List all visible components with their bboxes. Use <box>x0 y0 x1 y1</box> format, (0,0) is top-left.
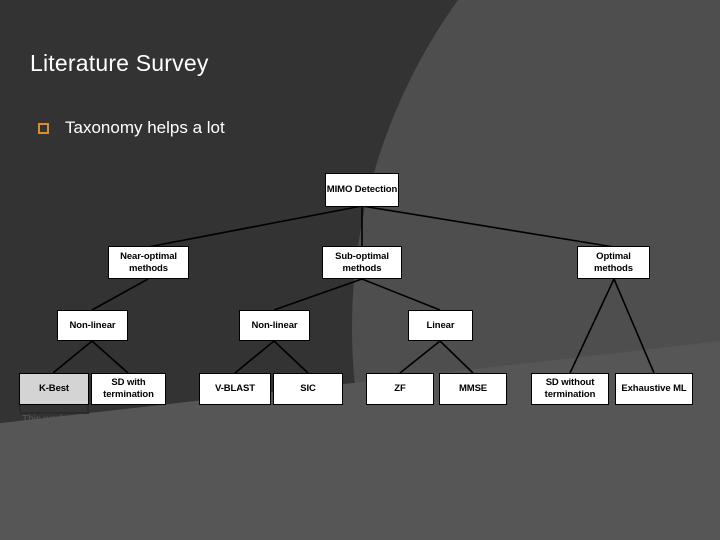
tree-node-k-best[interactable]: K-Best <box>19 373 89 405</box>
tree-node-non-linear-sub-optimal[interactable]: Non-linear <box>239 310 310 341</box>
this-work-brace <box>19 405 89 414</box>
tree-node-mimo-detection[interactable]: MIMO Detection <box>325 173 399 207</box>
tree-node-mmse[interactable]: MMSE <box>439 373 507 405</box>
this-work-label: This work <box>22 414 65 425</box>
tree-node-zf[interactable]: ZF <box>366 373 434 405</box>
tree-node-optimal-methods[interactable]: Optimal methods <box>577 246 650 279</box>
square-bullet-icon <box>38 122 49 134</box>
tree-node-near-optimal-methods[interactable]: Near-optimal methods <box>108 246 189 279</box>
tree-node-sd-with-termination[interactable]: SD with termination <box>91 373 166 405</box>
page-title: Literature Survey <box>30 50 209 76</box>
tree-node-v-blast[interactable]: V-BLAST <box>199 373 271 405</box>
tree-node-sub-optimal-methods[interactable]: Sub-optimal methods <box>322 246 402 279</box>
bullet-list-item: Taxonomy helps a lot <box>38 118 225 138</box>
tree-node-linear[interactable]: Linear <box>408 310 473 341</box>
tree-node-exhaustive-ml[interactable]: Exhaustive ML <box>615 373 693 405</box>
bullet-item-label: Taxonomy helps a lot <box>65 118 225 137</box>
tree-node-non-linear-near-optimal[interactable]: Non-linear <box>57 310 128 341</box>
tree-node-sic[interactable]: SIC <box>273 373 343 405</box>
tree-node-sd-without-termination[interactable]: SD without termination <box>531 373 609 405</box>
